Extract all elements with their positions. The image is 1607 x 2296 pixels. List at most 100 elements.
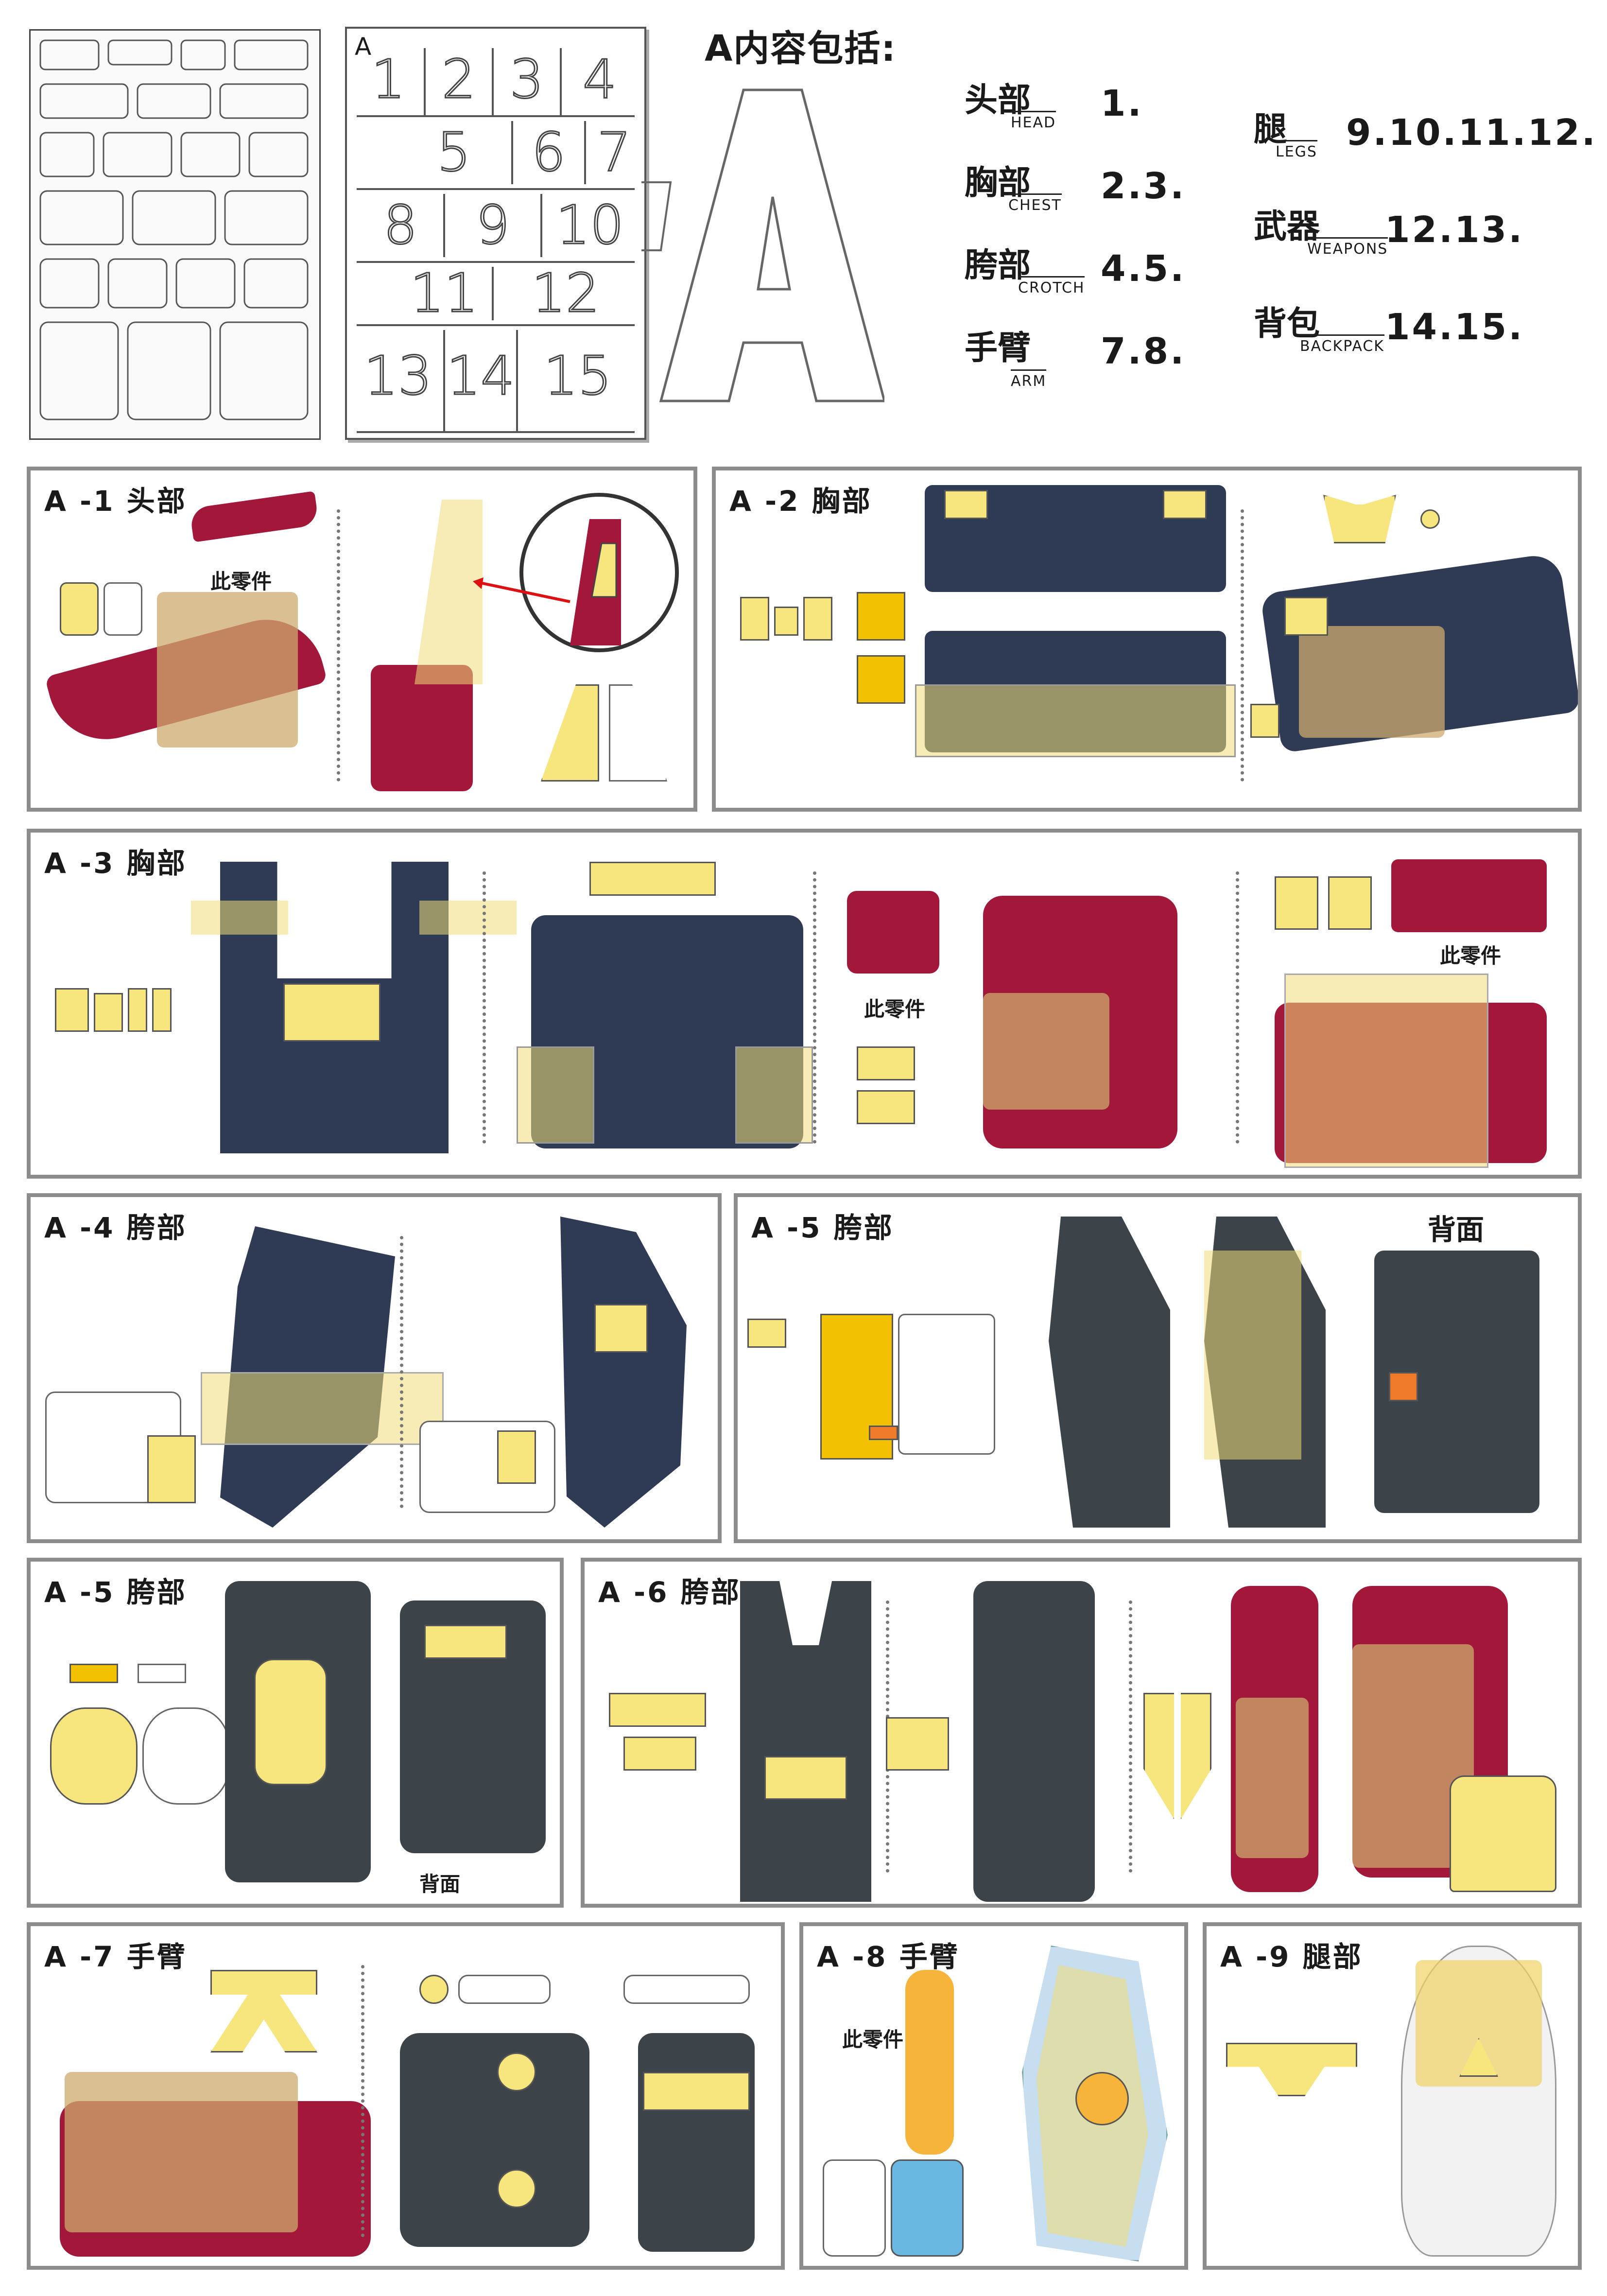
a5b-decal-1 <box>69 1664 118 1683</box>
a3-decal-placed <box>283 983 380 1042</box>
a1-head-side-photo <box>371 665 473 791</box>
decal-sheet-overview <box>29 29 321 440</box>
a4-decal-2 <box>497 1430 536 1484</box>
panel-a3-chest: A -3 胸部 此零件 此零件 <box>27 829 1582 1179</box>
a2-decal-5 <box>857 655 905 704</box>
panel-a8-arm: A -8 手臂 此零件 <box>799 1922 1188 2270</box>
cell-label-8: 8 <box>383 193 418 257</box>
a2-decal-placed-2 <box>1163 490 1207 519</box>
panel-a2-chest: A -2 胸部 <box>712 467 1582 812</box>
a7-arm-side-photo <box>638 2033 755 2252</box>
a5a-decal-1 <box>747 1319 786 1348</box>
cell-label-5: 5 <box>436 121 472 184</box>
legend-chest-en: CHEST <box>1008 193 1062 214</box>
legend-backpack-cn: 背包 <box>1254 305 1320 343</box>
legend-chest-cn: 胸部 <box>965 164 1031 202</box>
a7-decal-placed-2 <box>497 2169 536 2208</box>
a1-divider <box>337 509 340 782</box>
a7-decal-placed-3 <box>643 2072 750 2111</box>
cell-label-2: 2 <box>441 48 477 111</box>
a3-divider-1 <box>483 871 486 1144</box>
panel-a7-arm: A -7 手臂 <box>27 1922 785 2270</box>
index-grid-lines <box>357 48 635 433</box>
a5b-decal-placed-2 <box>424 1625 507 1659</box>
a3-part-photo-2 <box>1391 859 1547 932</box>
contents-title: A内容包括: <box>705 28 897 70</box>
a3-decal-2 <box>94 993 123 1032</box>
a7-divider-1 <box>361 1965 364 2237</box>
panel-a9-legs: A -9 腿部 <box>1203 1922 1582 2270</box>
cell-label-10: 10 <box>555 193 625 257</box>
a7-arm-block-photo <box>400 2033 589 2247</box>
panel-a1-head: A -1 头部 此零件 <box>27 467 697 812</box>
legend-arm-en: ARM <box>1011 369 1047 390</box>
a3-decal-1 <box>55 988 89 1032</box>
a3-decal-film-2 <box>419 901 517 935</box>
a1-tape <box>157 592 298 748</box>
a3-note-1: 此零件 <box>864 997 926 1021</box>
a2-decal-2 <box>774 607 798 636</box>
a3-divider-3 <box>1236 871 1239 1144</box>
a5b-decal-placed <box>254 1659 327 1785</box>
a2-decal-7 <box>1420 509 1440 529</box>
legend-backpack-en: BACKPACK <box>1300 334 1384 355</box>
legend-arm-num: 7.8. <box>1101 330 1186 372</box>
a6-tape-1 <box>1236 1698 1309 1858</box>
a3-decal-7 <box>857 1090 915 1124</box>
a4-decal-placed <box>594 1304 648 1353</box>
a6-decal-6 <box>1450 1775 1556 1892</box>
a6-divider-2 <box>1129 1600 1132 1873</box>
panel-a2-title: A -2 胸部 <box>729 485 872 518</box>
a5a-decal-film <box>1204 1251 1301 1460</box>
panel-a5a-title: A -5 胯部 <box>751 1211 894 1244</box>
a1-decal-outline-1 <box>104 582 142 636</box>
legend-backpack: 背包 BACKPACK 14.15. <box>1254 296 1594 369</box>
a5b-note: 背面 <box>419 1872 461 1896</box>
panel-a6-title: A -6 胯部 <box>598 1576 741 1609</box>
cell-label-3: 3 <box>509 48 545 111</box>
a7-decal-outline-1 <box>458 1975 551 2004</box>
a2-tape <box>1299 626 1445 738</box>
a8-decal-circle <box>1075 2072 1129 2125</box>
a3-decal-film-3 <box>517 1046 594 1144</box>
cell-label-11: 11 <box>410 261 479 325</box>
a2-decal-6 <box>1323 495 1396 543</box>
a1-decal-outline-2 <box>609 684 667 782</box>
panel-a4-title: A -4 胯部 <box>44 1211 187 1244</box>
a2-decal-8 <box>1284 597 1328 636</box>
a7-tape <box>65 2072 298 2232</box>
cell-label-13: 13 <box>363 344 433 408</box>
a6-decal-1 <box>609 1693 706 1727</box>
cell-label-7: 7 <box>597 121 632 184</box>
panel-a5a-crotch: A -5 胯部 背面 <box>734 1193 1582 1543</box>
a5a-note: 背面 <box>1428 1213 1485 1246</box>
legend-head-en: HEAD <box>1011 111 1056 131</box>
cell-label-6: 6 <box>531 121 567 184</box>
panel-a3-title: A -3 胸部 <box>44 847 187 880</box>
a1-decal-2 <box>541 684 599 782</box>
a6-part-back-photo <box>973 1581 1095 1902</box>
a3-decal-5 <box>589 862 716 896</box>
a8-decal-outline <box>823 2159 886 2257</box>
a2-decal-9 <box>1250 704 1279 738</box>
a4-decal-film <box>201 1372 444 1445</box>
legend-weapons-num: 12.13. <box>1385 209 1524 251</box>
a3-decal-9 <box>1328 876 1372 930</box>
a6-decal-3 <box>886 1717 949 1771</box>
a8-part-photo <box>905 1970 954 2155</box>
big-letter-a-graphic <box>641 88 884 402</box>
a3-decal-film-1 <box>191 901 288 935</box>
a6-decal-placed <box>764 1756 847 1800</box>
a8-decal-blue <box>891 2159 964 2257</box>
a4-crotch-side-photo <box>560 1217 687 1528</box>
a7-decal-outline-2 <box>623 1975 750 2004</box>
a8-note: 此零件 <box>842 2028 904 2052</box>
a3-decal-6 <box>857 1046 915 1080</box>
legend-crotch: 胯部 CROTCH 4.5. <box>965 238 1208 311</box>
cell-label-12: 12 <box>531 261 601 325</box>
a3-note-2: 此零件 <box>1440 944 1502 968</box>
a2-decal-1 <box>740 597 769 641</box>
a2-decal-film <box>915 684 1236 757</box>
head-part-photo <box>189 491 319 542</box>
panel-a9-title: A -9 腿部 <box>1220 1940 1363 1973</box>
